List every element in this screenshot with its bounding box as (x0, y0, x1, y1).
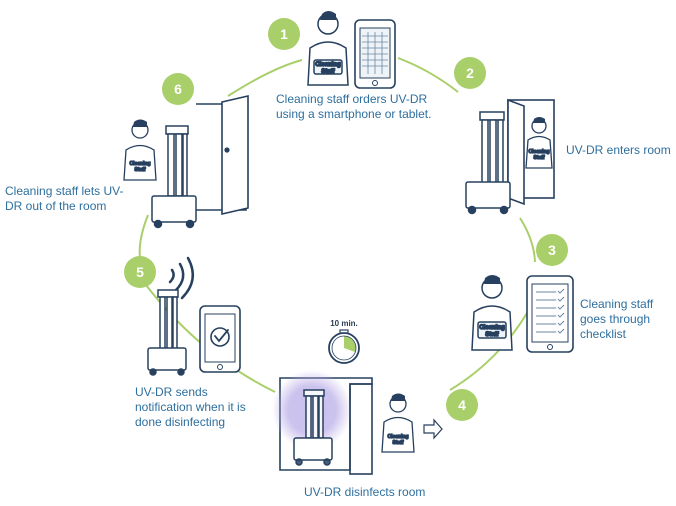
step-badge-2: 2 (454, 57, 486, 89)
connector-1-2 (397, 57, 459, 93)
badge-line-1: Cleaning (315, 62, 341, 68)
step-4-illustration: 10 min. Cleaning Staff (272, 319, 443, 475)
svg-text:Staff: Staff (533, 155, 544, 161)
svg-text:6: 6 (174, 81, 182, 97)
svg-text:Staff: Staff (485, 332, 499, 338)
svg-text:Cleaning: Cleaning (129, 161, 150, 167)
timer-icon: 10 min. (328, 319, 360, 364)
step-4-label: UV-DR disinfects room (304, 485, 426, 499)
uv-light-glow (272, 370, 352, 450)
step-badge-6: 6 (162, 73, 194, 105)
connector-6-5 (138, 214, 149, 259)
step-badge-5: 5 (124, 256, 156, 288)
step-1-label: Cleaning staff orders UV-DR using a smar… (276, 92, 432, 121)
step-6-illustration: Cleaning Staff (123, 94, 249, 229)
person-icon: Cleaning Staff (307, 11, 349, 86)
timer-label: 10 min. (330, 319, 358, 328)
svg-text:Cleaning: Cleaning (479, 325, 505, 331)
svg-text:2: 2 (466, 65, 474, 81)
robot-icon (293, 389, 333, 466)
tablet-icon (526, 275, 574, 353)
svg-text:5: 5 (136, 264, 144, 280)
person-icon: Cleaning Staff (525, 117, 553, 169)
connector-6-1 (227, 59, 303, 97)
connector-3-4 (449, 307, 531, 391)
robot-icon (147, 289, 187, 376)
svg-text:4: 4 (458, 397, 466, 413)
badge-line-2: Staff (321, 69, 335, 75)
checklist-icon (536, 288, 565, 334)
connector-2-3 (519, 217, 536, 263)
svg-text:Cleaning: Cleaning (387, 434, 408, 440)
step-2-label: UV-DR enters room (566, 143, 671, 157)
step-3-label: Cleaning staff goes through checklist (580, 297, 654, 341)
step-badge-3: 3 (536, 234, 568, 266)
smartphone-icon (354, 19, 396, 89)
robot-icon (151, 125, 197, 229)
svg-text:Staff: Staff (134, 167, 145, 173)
svg-text:Staff: Staff (392, 440, 403, 446)
step-6-label: Cleaning staff lets UV-DR out of the roo… (5, 184, 124, 213)
svg-text:1: 1 (280, 26, 288, 42)
door-icon (196, 94, 249, 216)
door-icon (279, 377, 373, 475)
step-2-illustration: Cleaning Staff (465, 98, 555, 215)
person-icon: Cleaning Staff (123, 119, 157, 181)
step-badge-4: 4 (446, 389, 478, 421)
robot-icon (465, 111, 511, 215)
person-icon: Cleaning Staff (381, 393, 415, 453)
step-badge-1: 1 (268, 18, 300, 50)
step-5-label: UV-DR sends notification when it is done… (135, 385, 246, 429)
step-1-illustration: Cleaning Staff (307, 11, 396, 89)
person-icon: Cleaning Staff (471, 275, 513, 351)
signal-icon (168, 256, 195, 300)
step-3-illustration: Cleaning Staff (471, 275, 574, 353)
svg-text:3: 3 (548, 242, 556, 258)
checkmark-icon (210, 327, 230, 347)
svg-text:Cleaning: Cleaning (528, 149, 549, 155)
step-5-illustration (147, 256, 241, 376)
smartphone-icon (199, 305, 241, 373)
arrow-right-icon (423, 418, 443, 440)
